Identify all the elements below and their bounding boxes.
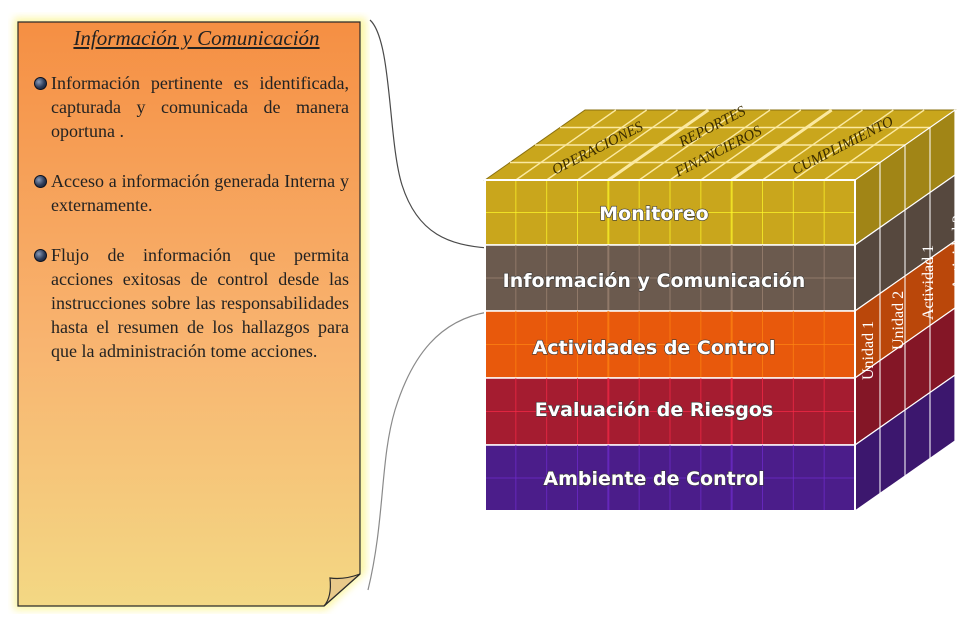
bullet-icon xyxy=(34,77,47,90)
bullet-item: Información pertinente es identificada, … xyxy=(34,71,349,143)
info-note-card: Información y Comunicación Información p… xyxy=(8,12,370,614)
top-grid-line xyxy=(607,108,710,182)
cube-front-labels: Monitoreo Información y Comunicación Act… xyxy=(502,202,806,490)
layer-label-evaluacion: Evaluación de Riesgos xyxy=(535,399,773,421)
bullet-icon xyxy=(34,175,47,188)
cube-side-face xyxy=(854,108,956,513)
cube-side-labels: Unidad 1 Unidad 2 Actividad 1 Actividad … xyxy=(860,215,958,380)
top-grid-line xyxy=(515,109,617,181)
top-grid-line xyxy=(638,109,740,181)
top-grid-line xyxy=(700,109,802,181)
top-grid-line xyxy=(546,109,648,181)
top-grid-line xyxy=(669,109,771,181)
cube-top-face xyxy=(483,108,957,182)
top-grid-line xyxy=(730,108,833,182)
bullet-text: Flujo de información que permita accione… xyxy=(51,245,349,361)
bullet-item: Flujo de información que permita accione… xyxy=(34,243,349,363)
bullet-text: Acceso a información generada Interna y … xyxy=(51,171,349,215)
layer-label-ambiente: Ambiente de Control xyxy=(543,468,764,490)
layer-label-monitoreo: Monitoreo xyxy=(599,203,708,225)
top-grid-line xyxy=(577,109,678,181)
coso-cube: OPERACIONES REPORTES FINANCIEROS CUMPLIM… xyxy=(483,103,958,513)
bullet-item: Acceso a información generada Interna y … xyxy=(34,169,349,217)
layer-label-informacion: Información y Comunicación xyxy=(503,270,806,292)
bullet-text: Información pertinente es identificada, … xyxy=(51,73,349,141)
front-face-outline xyxy=(484,179,856,512)
top-grid-line xyxy=(823,109,925,181)
side-label-unidad-2: Unidad 2 xyxy=(890,291,907,350)
bullet-icon xyxy=(34,249,47,262)
connector-line-bottom xyxy=(367,311,489,591)
layer-label-actividades: Actividades de Control xyxy=(533,337,776,359)
cube-front-face xyxy=(484,179,856,512)
side-label-actividad-1: Actividad 1 xyxy=(920,245,937,320)
side-label-unidad-1: Unidad 1 xyxy=(860,321,877,380)
side-label-actividad-2: Actividad 2 xyxy=(950,215,958,290)
top-grid-line xyxy=(762,109,863,181)
note-title: Información y Comunicación xyxy=(73,26,320,50)
note-background xyxy=(14,18,366,610)
page-curl xyxy=(323,573,361,607)
connector-line-top xyxy=(369,19,489,249)
top-grid-line xyxy=(792,109,894,181)
